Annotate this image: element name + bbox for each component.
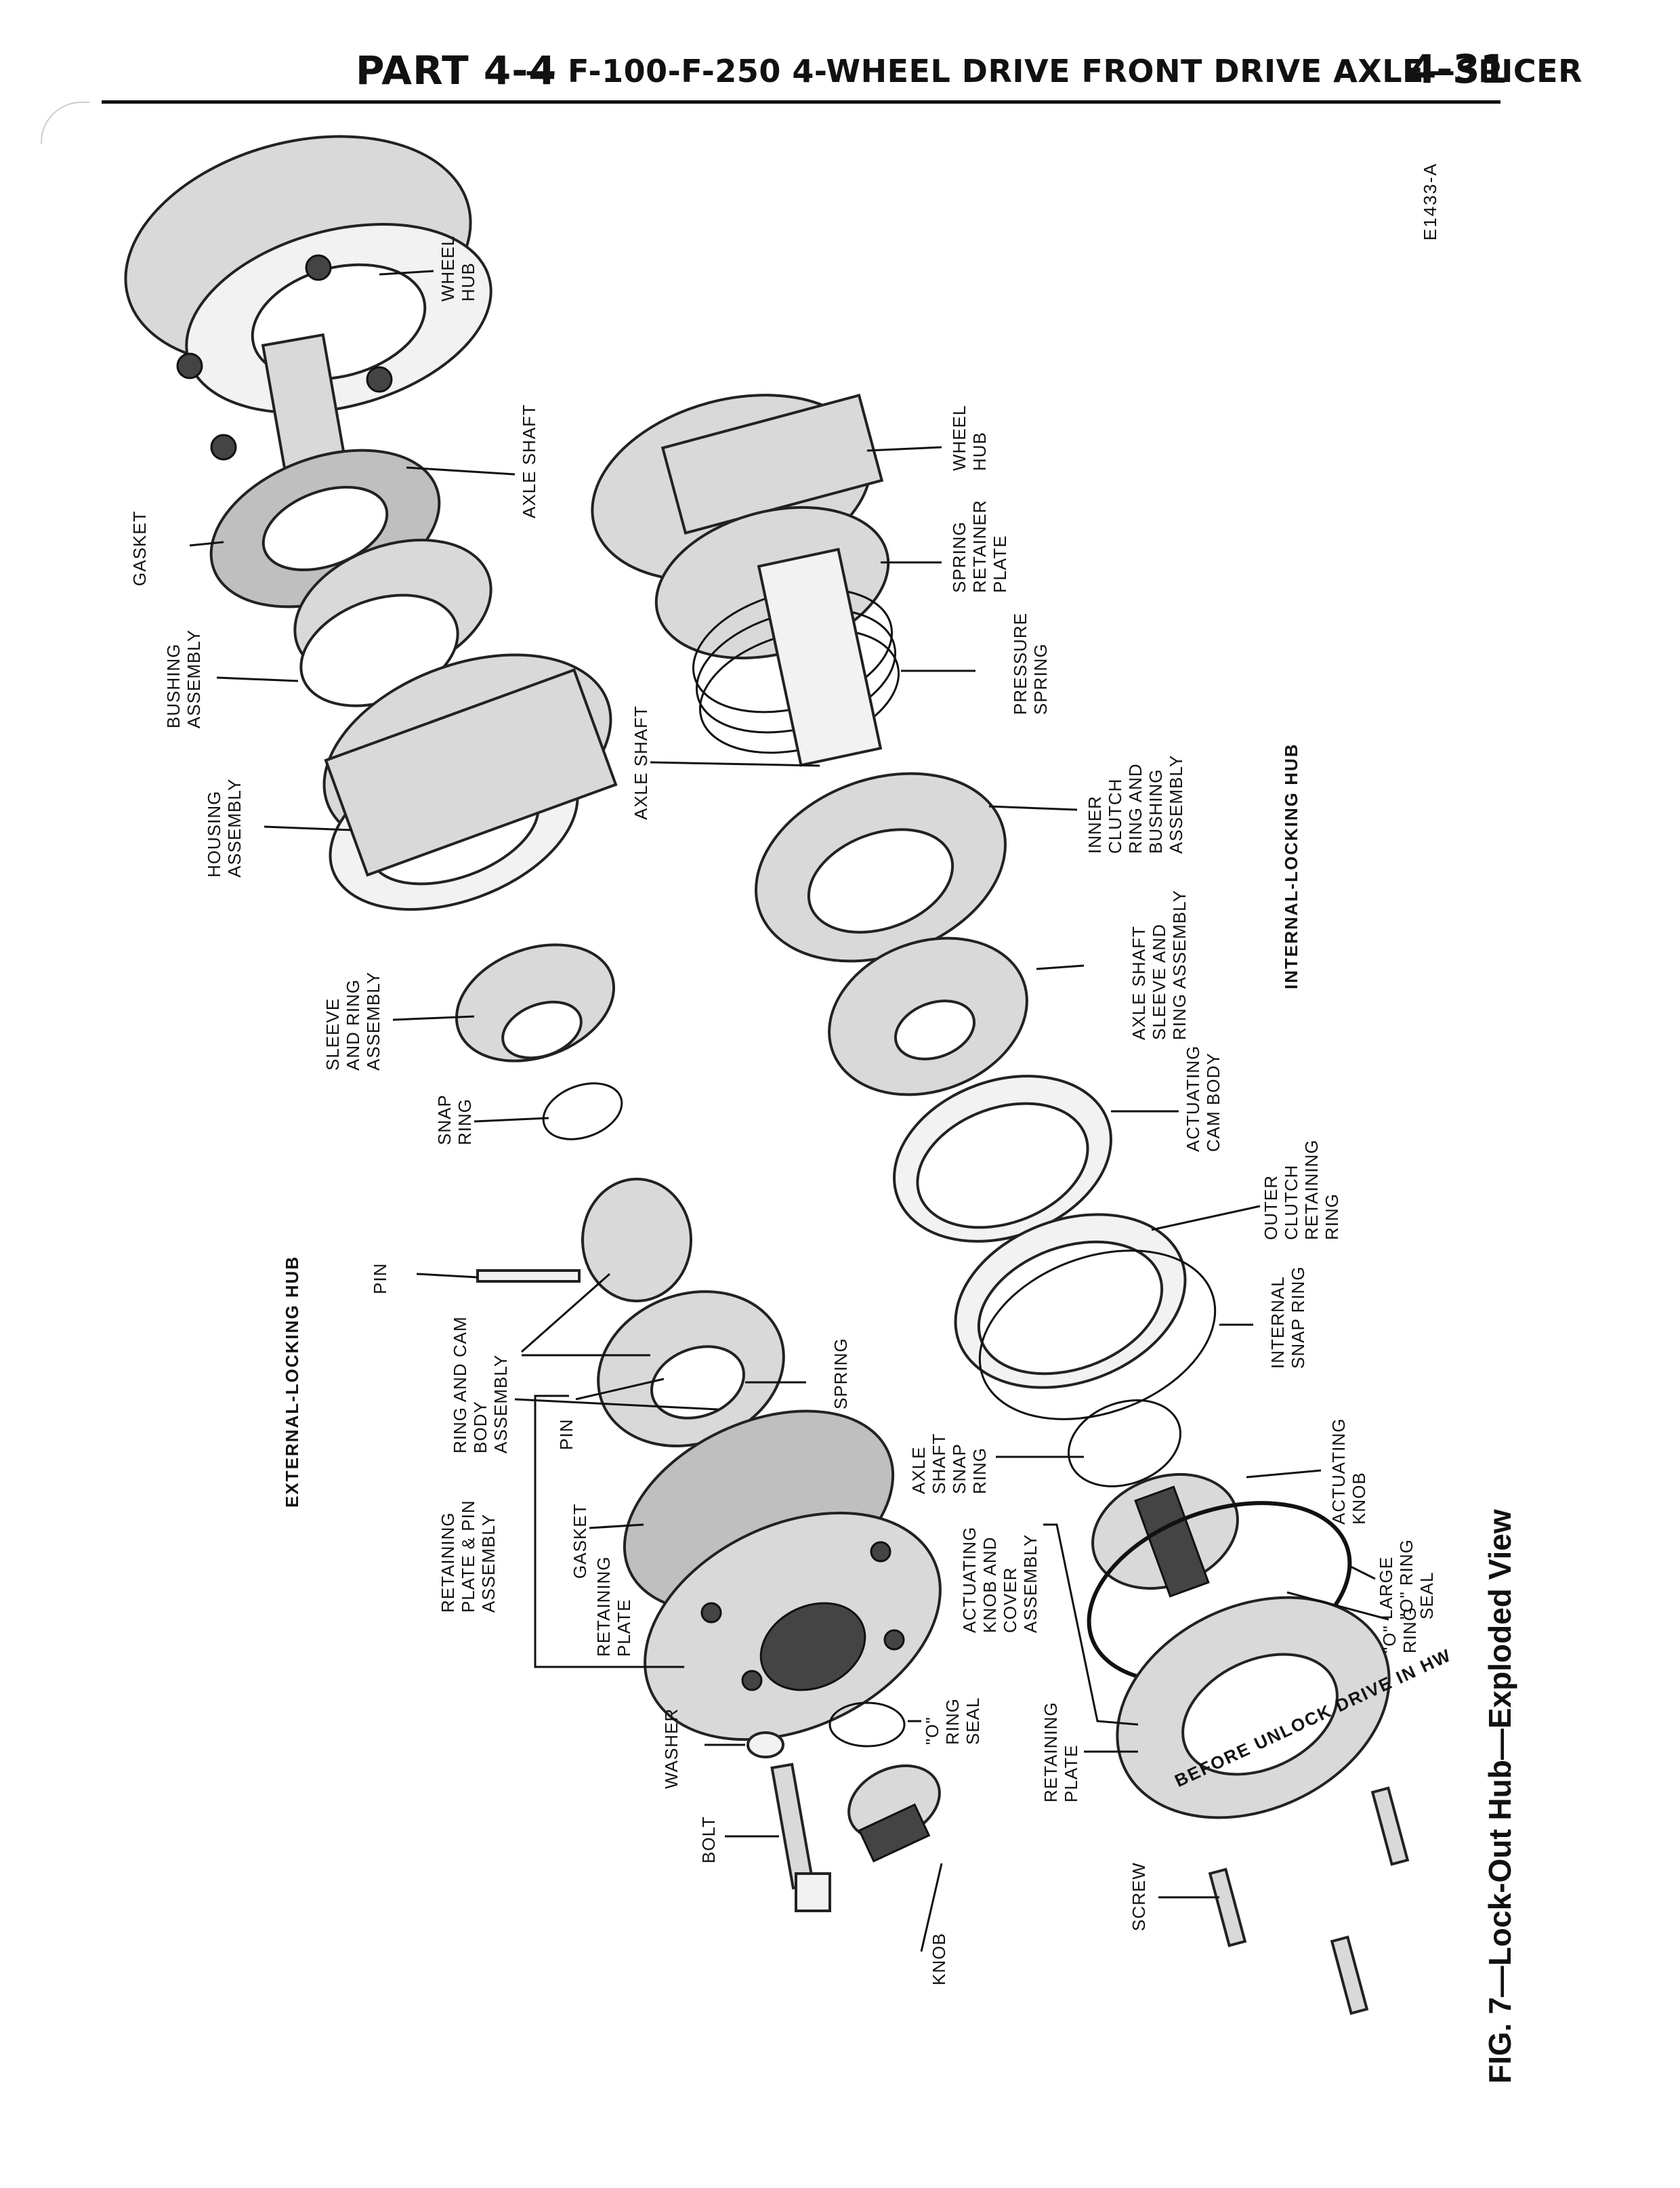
label-int-outer-clutch: OUTERCLUTCHRETAININGRING	[1261, 1139, 1342, 1240]
label-int-internal-snap: INTERNALSNAP RING	[1267, 1266, 1308, 1369]
label-ext-spring: SPRING	[831, 1338, 851, 1409]
figure-code: E1433-A	[1420, 163, 1440, 241]
section-external-locking-hub: EXTERNAL-LOCKING HUB	[282, 1256, 302, 1508]
label-ext-retaining-pin: RETAININGPLATE & PINASSEMBLY	[438, 1500, 499, 1613]
label-int-inner-clutch: INNERCLUTCHRING ANDBUSHINGASSEMBLY	[1085, 755, 1186, 854]
ext-bolt-drawing	[770, 1762, 831, 1912]
ext-o-ring-drawing	[828, 1701, 906, 1748]
label-ext-housing: HOUSINGASSEMBLY	[204, 779, 245, 878]
label-int-actuating-knob: ACTUATINGKNOB	[1328, 1418, 1369, 1525]
ext-knob-drawing	[847, 1764, 941, 1863]
int-outer-clutch-drawing	[954, 1213, 1187, 1389]
label-ext-gasket-bottom: GASKET	[570, 1504, 590, 1579]
label-ext-axle-shaft: AXLE SHAFT	[519, 404, 539, 518]
ext-washer-drawing	[747, 1731, 784, 1758]
label-ext-gasket-top: GASKET	[129, 511, 150, 586]
figure-caption: FIG. 7—Lock-Out Hub—Exploded View	[1482, 1509, 1517, 2084]
int-axle-snap-drawing	[1068, 1399, 1181, 1487]
ext-ring-cam-drawing	[581, 1178, 785, 1447]
label-ext-o-ring-seal: "O"RINGSEAL	[922, 1697, 983, 1746]
label-ext-knob: KNOB	[929, 1933, 949, 1985]
section-internal-locking-hub: INTERNAL-LOCKING HUB	[1281, 743, 1301, 989]
label-ext-sleeve: SLEEVEAND RINGASSEMBLY	[322, 972, 383, 1071]
ext-pin-drawing	[476, 1269, 581, 1283]
label-int-axle-shaft: AXLE SHAFT	[631, 705, 651, 820]
ext-sleeve-drawing	[455, 943, 616, 1062]
int-axle-shaft-drawing	[757, 548, 883, 767]
leader-lines	[189, 270, 1389, 1952]
label-int-wheel-hub: WHEELHUB	[949, 405, 990, 471]
header-rule	[102, 100, 1500, 104]
label-ext-ring-cam: RING AND CAMBODYASSEMBLY	[450, 1316, 511, 1453]
ext-housing-drawing	[322, 653, 618, 911]
page-number: 4-31	[1409, 46, 1508, 92]
label-int-knob-cover: ACTUATINGKNOB ANDCOVERASSEMBLY	[959, 1527, 1041, 1633]
label-ext-bushing: BUSHINGASSEMBLY	[163, 629, 204, 728]
int-internal-snap-drawing	[978, 1250, 1217, 1420]
label-ext-wheel-hub: WHEELHUB	[438, 236, 478, 302]
label-int-actuating-cam: ACTUATINGCAM BODY	[1183, 1046, 1223, 1152]
label-int-spring-retainer: SPRINGRETAINERPLATE	[949, 499, 1010, 593]
label-int-axle-sleeve: AXLE SHAFTSLEEVE ANDRING ASSEMBLY	[1129, 890, 1190, 1040]
label-int-pressure-spring: PRESSURESPRING	[1010, 613, 1051, 715]
label-int-o-ring: "O"RING	[1379, 1607, 1420, 1653]
int-inner-clutch-drawing	[755, 772, 1007, 963]
int-screws-drawing	[1208, 1786, 1410, 2015]
part-number: PART 4-4	[356, 47, 557, 94]
label-ext-snap-ring: SNAPRING	[434, 1094, 475, 1145]
label-int-axle-snap: AXLESHAFTSNAPRING	[908, 1433, 990, 1494]
int-actuating-knob-drawing	[1091, 1472, 1239, 1598]
label-int-retaining-plate: RETAININGPLATE	[1041, 1701, 1081, 1802]
label-int-large-o-ring: LARGE"O" RINGSEAL	[1376, 1539, 1437, 1619]
section-title: — F-100-F-250 4-WHEEL DRIVE FRONT DRIVE …	[525, 53, 1583, 89]
int-axle-sleeve-drawing	[828, 936, 1028, 1096]
label-ext-retaining-plate: RETAININGPLATE	[593, 1556, 634, 1657]
label-int-screw: SCREW	[1129, 1862, 1149, 1931]
label-ext-bolt: BOLT	[698, 1816, 719, 1863]
ext-snap-ring-drawing	[542, 1082, 623, 1140]
page-header: PART 4-4 — F-100-F-250 4-WHEEL DRIVE FRO…	[0, 41, 1680, 108]
label-ext-pin-bottom: PIN	[556, 1419, 576, 1450]
label-ext-pin-top: PIN	[370, 1263, 390, 1294]
part-labels: WHEELHUB AXLE SHAFT GASKET BUSHINGASSEMB…	[129, 236, 1437, 1985]
label-ext-washer: WASHER	[661, 1708, 681, 1789]
ext-wheel-hub-drawing	[124, 135, 492, 521]
ext-retaining-plate-drawing	[644, 1511, 942, 1741]
int-actuating-cam-drawing	[893, 1075, 1112, 1243]
